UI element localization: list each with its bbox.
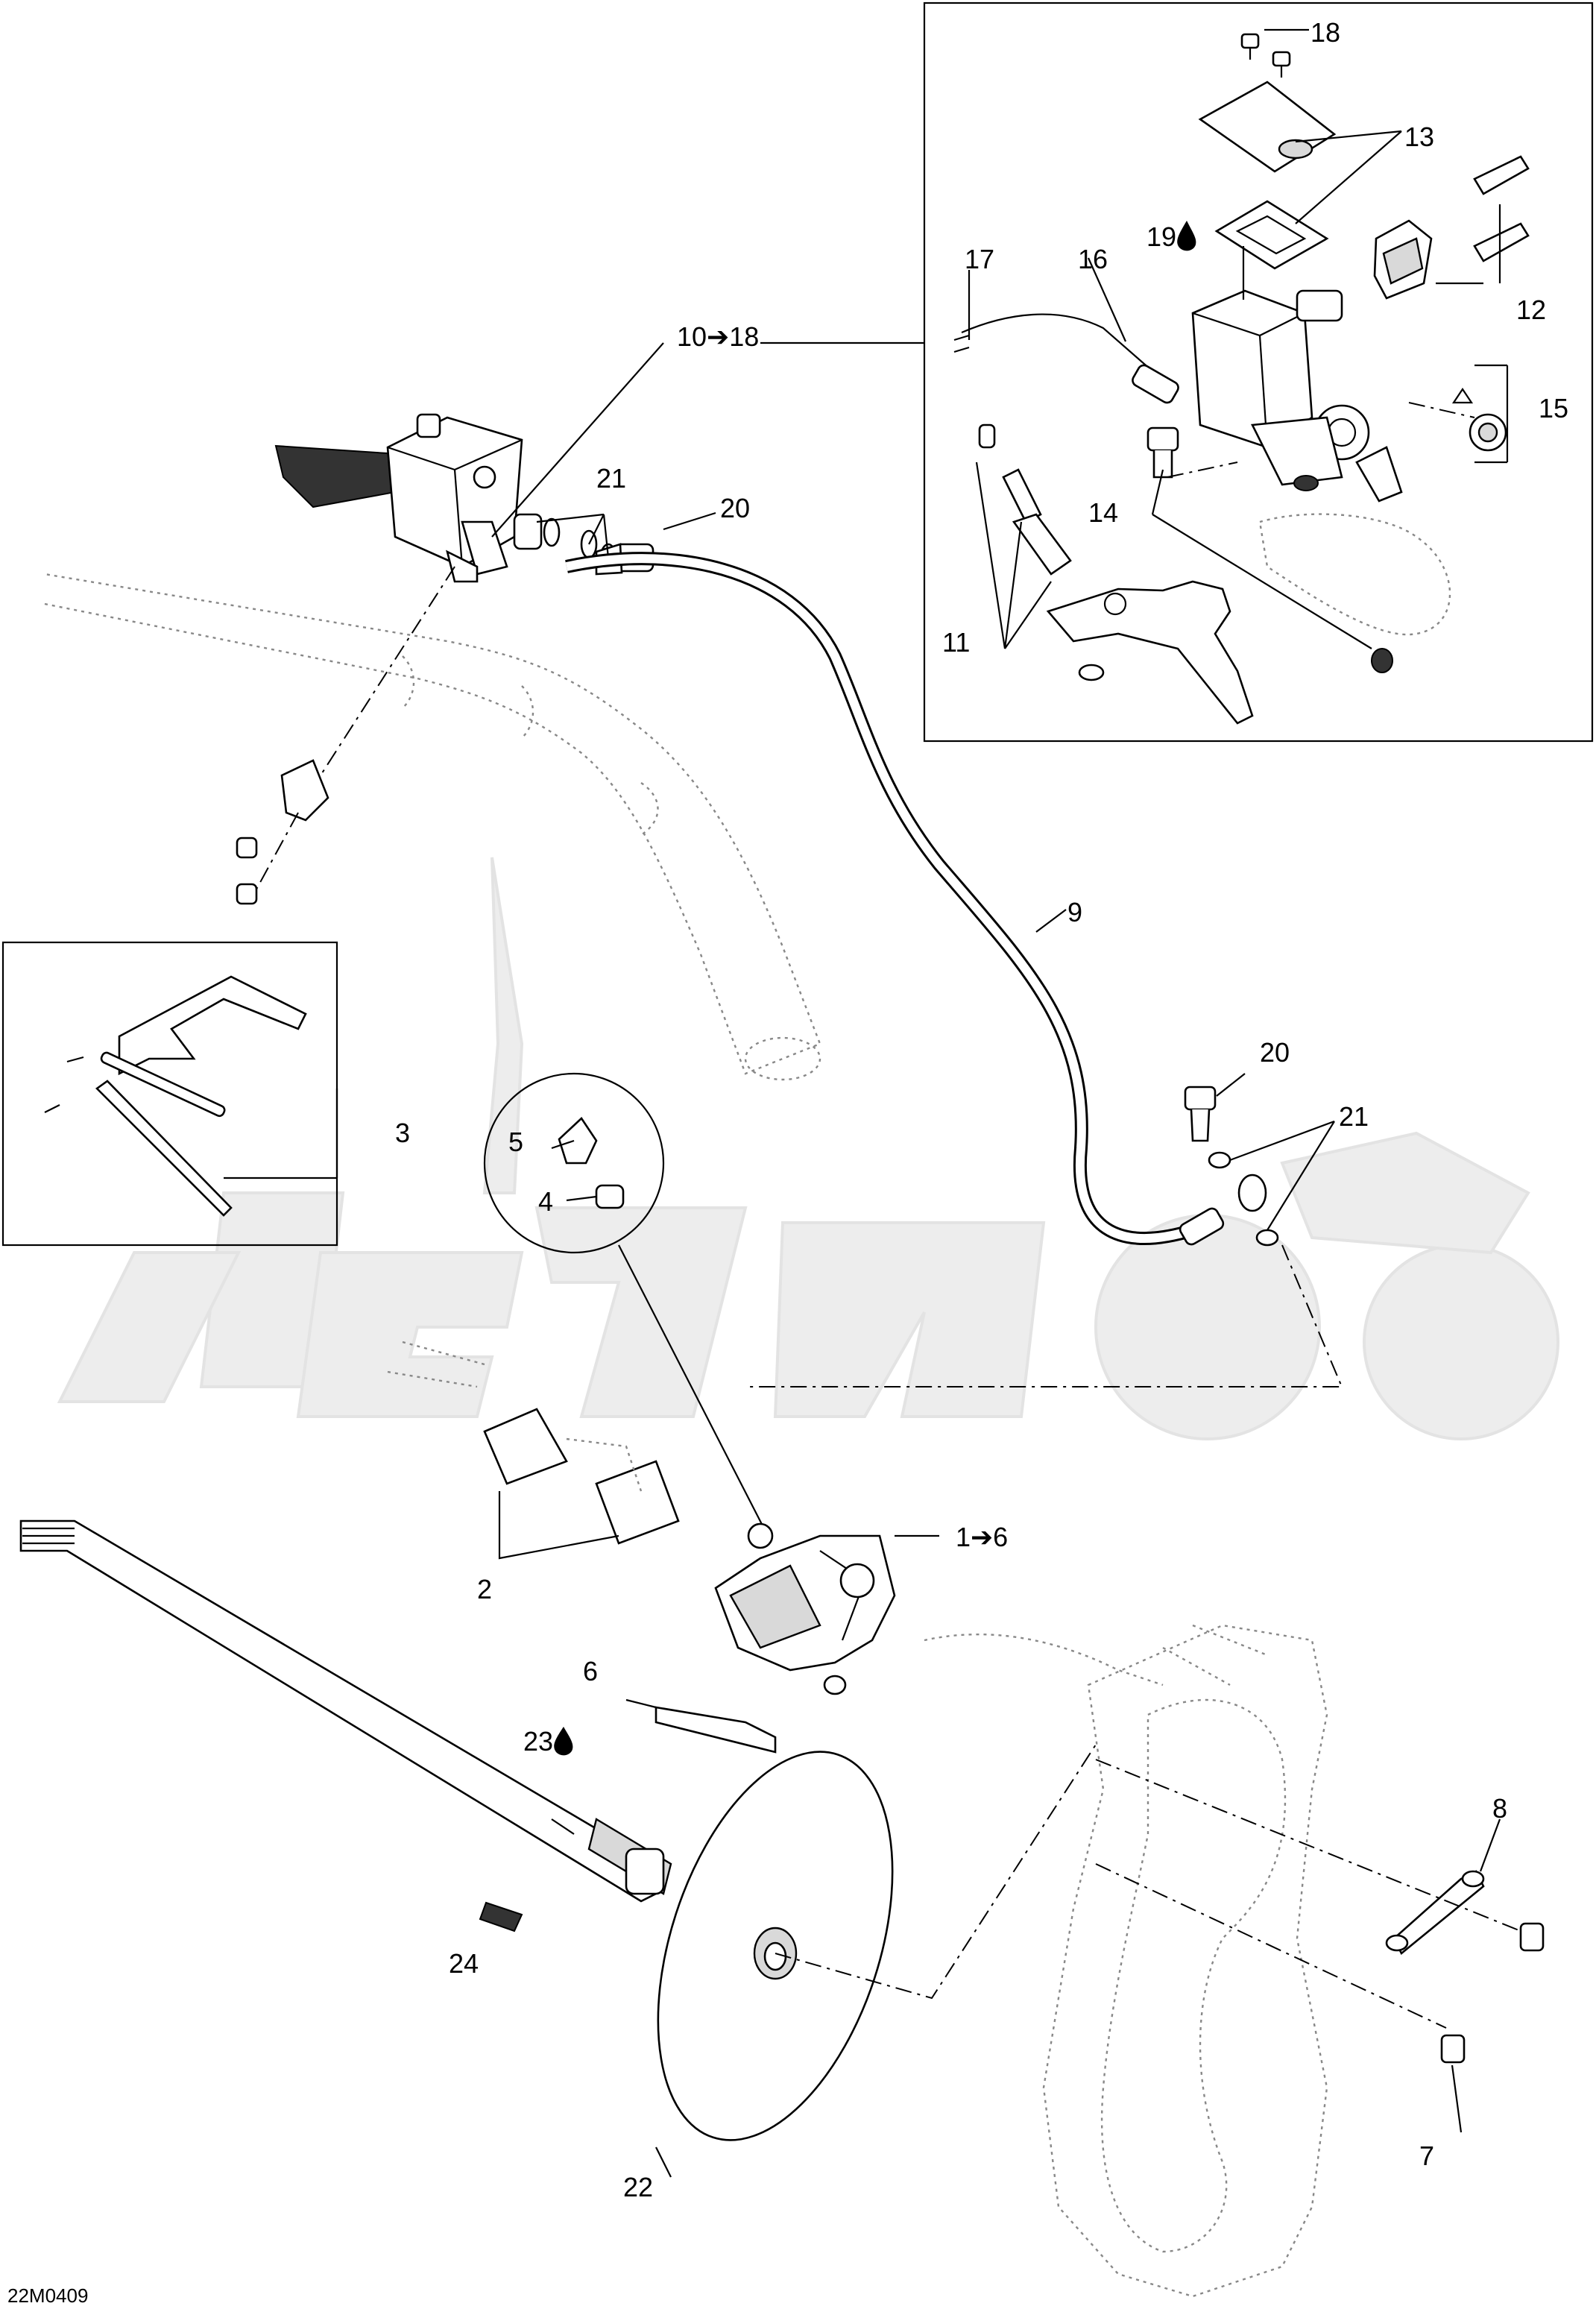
callout-5: 5 [508, 1127, 523, 1157]
brake-lever [1046, 580, 1254, 725]
grip [274, 444, 397, 508]
pin-kit-inset [1, 941, 338, 1247]
callout-2: 2 [477, 1574, 492, 1604]
callout-4: 4 [538, 1186, 553, 1217]
callout-17: 17 [965, 244, 994, 274]
callout-12: 12 [1516, 294, 1546, 325]
callout-9: 9 [1067, 897, 1082, 927]
callout-20-right: 20 [1260, 1037, 1290, 1068]
lever-11-parts [978, 423, 1105, 681]
brake-shaft [19, 1519, 672, 1903]
brake-caliper [714, 1522, 939, 1695]
brake-hose [565, 552, 1195, 1245]
callout-18: 18 [1310, 17, 1340, 48]
callout-21-top: 21 [596, 463, 626, 494]
callout-19: 19 [1146, 221, 1176, 252]
handlebar-outline [44, 573, 821, 1081]
callout-10-18: 10➔18 [677, 321, 759, 352]
drop-icon-23 [554, 1727, 573, 1756]
brake-pads [387, 1341, 680, 1560]
callout-1-6: 1➔6 [956, 1522, 1008, 1552]
brake-disc [655, 1744, 1097, 2178]
callout-14: 14 [1088, 497, 1118, 528]
callout-22: 22 [623, 2172, 653, 2202]
banjo-fittings-bottom [1179, 1073, 1335, 1247]
cap-15 [1451, 364, 1509, 464]
drop-icon [1177, 221, 1196, 251]
handlebar-clamp [1373, 155, 1530, 300]
chaincase-housing [924, 1624, 1328, 2298]
diagram-code: 22M0409 [7, 2284, 88, 2307]
reservoir-cover [1198, 81, 1337, 173]
shaft-key [479, 1901, 523, 1933]
lower-clamp [236, 566, 455, 905]
reservoir-diaphragm [1214, 200, 1329, 270]
callout-20-top: 20 [720, 493, 750, 523]
callout-24: 24 [449, 1948, 479, 1979]
pivot-bolt [1146, 426, 1179, 479]
bleeder-detail [483, 1072, 769, 1537]
callout-15: 15 [1539, 393, 1568, 423]
callout-16: 16 [1078, 244, 1108, 274]
master-cylinder-inset [923, 1, 1594, 743]
callout-23: 23 [523, 1726, 553, 1757]
callout-11: 11 [942, 627, 970, 658]
master-cylinder-body [1191, 289, 1370, 491]
screw-18 [1240, 33, 1291, 78]
callout-8: 8 [1492, 1793, 1507, 1824]
callout-13: 13 [1404, 122, 1434, 152]
bracket-and-bolts [1095, 1759, 1545, 2133]
boot [1355, 446, 1403, 503]
inset-frame [923, 1, 1594, 743]
handlebar-master-cylinder [274, 413, 543, 583]
callout-6: 6 [583, 1656, 598, 1686]
callout-3: 3 [395, 1118, 410, 1148]
watermark-logo [57, 857, 1559, 1440]
callout-21-right: 21 [1339, 1101, 1369, 1132]
caliper-pin [655, 1706, 777, 1754]
switch-cable [961, 313, 1164, 381]
callout-7: 7 [1419, 2141, 1434, 2171]
